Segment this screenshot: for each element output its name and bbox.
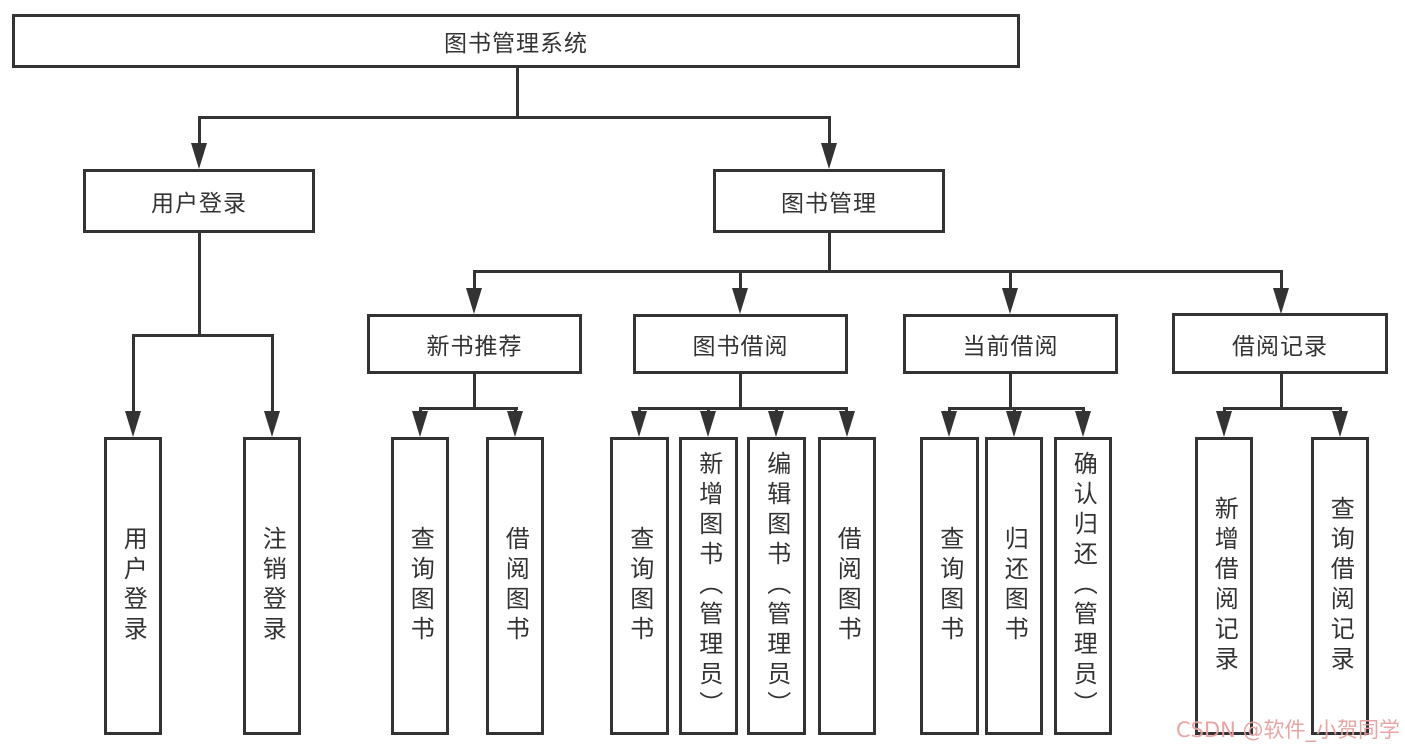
node-user-login: 用户登录 [83, 169, 315, 233]
leaf-label: 查询借阅记录 [1326, 496, 1355, 676]
connector-drop-new-book [473, 270, 476, 290]
arrowhead-down-icon [700, 411, 716, 437]
arrowhead-down-icon [507, 411, 523, 437]
leaf-user-login: 用户登录 [104, 437, 162, 735]
arrowhead-down-icon [1216, 411, 1232, 437]
leaf-label: 新增图书（管理员） [694, 451, 723, 721]
connector-new-book-split [419, 407, 518, 410]
leaf-borrow-books: 借阅图书 [818, 437, 876, 735]
leaf-label: 确认归还（管理员） [1069, 451, 1098, 721]
arrowhead-down-icon [839, 411, 855, 437]
leaf-label: 借阅图书 [833, 526, 862, 646]
connector-drop-user-login [198, 116, 201, 146]
connector-user-login-trunk [198, 233, 201, 336]
leaf-logout: 注销登录 [243, 437, 301, 735]
leaf-borrow-books: 借阅图书 [486, 437, 544, 735]
leaf-label: 新增借阅记录 [1210, 496, 1239, 676]
connector-level1-split [198, 116, 830, 119]
leaf-query-books: 查询图书 [391, 437, 449, 735]
leaf-label: 编辑图书（管理员） [762, 451, 791, 721]
connector-user-login-split [132, 334, 274, 337]
connector-drop-book-borrowing [739, 270, 742, 290]
arrowhead-down-icon [1332, 411, 1348, 437]
connector-book-borrowing-split [638, 407, 848, 410]
connector-root-trunk [516, 68, 519, 118]
leaf-label: 查询图书 [625, 526, 654, 646]
node-book-management: 图书管理 [713, 169, 945, 233]
leaf-query-books: 查询图书 [920, 437, 979, 735]
node-current-borrowing: 当前借阅 [903, 314, 1118, 374]
leaf-label: 用户登录 [119, 526, 148, 646]
leaf-query-books: 查询图书 [610, 437, 669, 735]
connector-drop-current-borrowing [1009, 270, 1012, 290]
leaf-edit-books-admin: 编辑图书（管理员） [747, 437, 806, 735]
leaf-query-borrowing-record: 查询借阅记录 [1311, 437, 1369, 735]
arrowhead-down-icon [631, 411, 647, 437]
arrowhead-down-icon [1006, 411, 1022, 437]
arrowhead-down-icon [125, 411, 141, 437]
node-borrowing-records: 借阅记录 [1172, 313, 1388, 374]
arrowhead-down-icon [1075, 411, 1091, 437]
arrowhead-down-icon [191, 143, 207, 169]
arrowhead-down-icon [264, 411, 280, 437]
arrowhead-down-icon [768, 411, 784, 437]
connector-level3-split [473, 270, 1283, 273]
connector-drop-borrowing-records [1280, 270, 1283, 290]
connector-current-borrowing-split [948, 407, 1085, 410]
connector-current-borrowing-trunk [1009, 374, 1012, 410]
connector-borrowing-records-split [1223, 407, 1342, 410]
arrowhead-down-icon [466, 288, 482, 314]
leaf-confirm-return-admin: 确认归还（管理员） [1054, 437, 1112, 735]
leaf-return-books: 归还图书 [985, 437, 1043, 735]
arrowhead-down-icon [1273, 288, 1289, 314]
connector-drop-leaf-logout [271, 334, 274, 411]
connector-book-management-trunk [828, 233, 831, 273]
leaf-label: 查询图书 [935, 526, 964, 646]
arrowhead-down-icon [732, 288, 748, 314]
node-book-borrowing: 图书借阅 [633, 314, 848, 374]
connector-drop-book-management [828, 116, 831, 146]
arrowhead-down-icon [412, 411, 428, 437]
leaf-label: 归还图书 [1000, 526, 1029, 646]
connector-drop-leaf-user-login [132, 334, 135, 411]
node-new-book-recommendation: 新书推荐 [367, 314, 582, 374]
arrowhead-down-icon [941, 411, 957, 437]
leaf-add-borrowing-record: 新增借阅记录 [1195, 437, 1253, 735]
leaf-add-books-admin: 新增图书（管理员） [679, 437, 738, 735]
leaf-label: 查询图书 [406, 526, 435, 646]
connector-new-book-trunk [473, 374, 476, 410]
arrowhead-down-icon [821, 143, 837, 169]
leaf-label: 注销登录 [258, 526, 287, 646]
node-library-management-system: 图书管理系统 [12, 14, 1020, 68]
connector-book-borrowing-trunk [739, 374, 742, 410]
connector-borrowing-records-trunk [1280, 374, 1283, 410]
leaf-label: 借阅图书 [501, 526, 530, 646]
watermark-csdn: CSDN @软件_小贺同学 [1176, 718, 1401, 742]
arrowhead-down-icon [1002, 288, 1018, 314]
